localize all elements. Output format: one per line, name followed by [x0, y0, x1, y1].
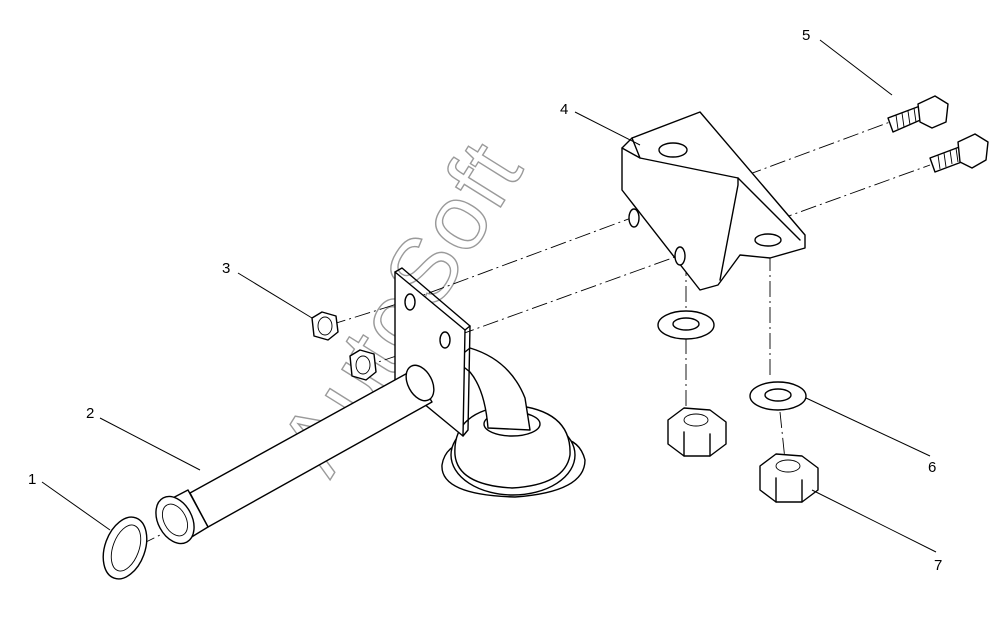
part-5-bolts: [887, 95, 989, 173]
part-3-nuts: [311, 311, 377, 381]
callout-4: 4: [560, 101, 568, 118]
part-1-sealing-ring: [102, 516, 148, 580]
callout-6: 6: [928, 459, 936, 476]
callout-1: 1: [28, 471, 36, 488]
part-4-angle-bracket: [621, 111, 806, 291]
callout-3: 3: [222, 260, 230, 277]
callout-5: 5: [802, 27, 810, 44]
callout-7: 7: [934, 557, 942, 574]
callout-2: 2: [86, 405, 94, 422]
leader-lines: [41, 39, 937, 553]
part-6-washers: [657, 310, 807, 411]
part-7-large-nuts: [667, 407, 819, 503]
part-2-oil-intake-pipe: [155, 267, 586, 545]
